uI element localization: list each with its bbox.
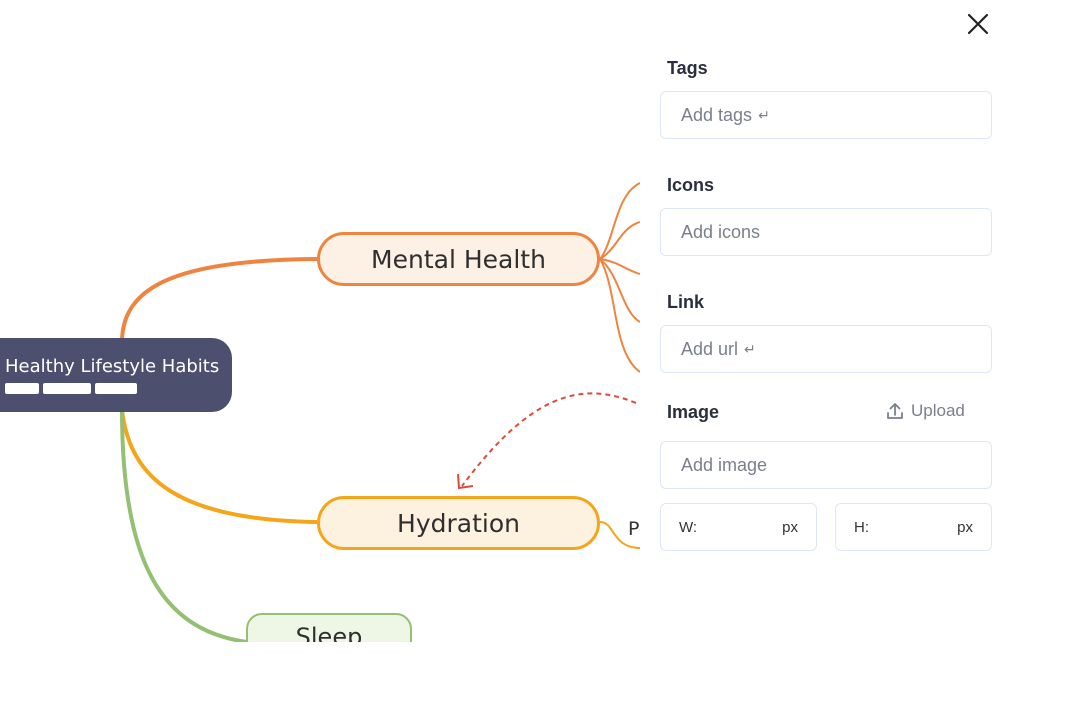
mindmap-canvas[interactable]: Healthy Lifestyle Habits Mental Health H… [0, 0, 640, 642]
close-icon [967, 13, 989, 35]
icons-placeholder: Add icons [681, 221, 761, 242]
mindmap-links [120, 182, 640, 642]
root-node-summary-bars [5, 383, 137, 394]
height-unit: px [957, 518, 973, 536]
upload-icon [887, 403, 903, 419]
height-label: H: [854, 518, 869, 536]
hydration-child-peek[interactable]: P [628, 518, 640, 540]
link-sleep [120, 409, 248, 642]
width-unit: px [782, 518, 798, 536]
summary-bar [43, 383, 91, 394]
enter-icon: ↵ [744, 340, 756, 357]
link-input[interactable]: Add url ↵ [660, 325, 992, 373]
image-input[interactable]: Add image [660, 441, 992, 489]
relation-arrow [461, 392, 637, 487]
root-node[interactable]: Healthy Lifestyle Habits [0, 338, 232, 412]
enter-icon: ↵ [758, 106, 770, 123]
relation-arrowhead [457, 473, 474, 490]
root-node-title: Healthy Lifestyle Habits [5, 356, 220, 377]
node-sleep[interactable]: Sleep [246, 613, 412, 642]
upload-button[interactable]: Upload [885, 401, 965, 421]
node-sleep-label: Sleep [295, 623, 363, 642]
link-mental-health [120, 257, 318, 343]
image-label: Image [667, 402, 720, 422]
hydration-branch [599, 521, 640, 549]
node-mental-health[interactable]: Mental Health [317, 232, 600, 286]
icons-label: Icons [667, 175, 715, 195]
upload-label: Upload [911, 401, 965, 420]
mental-health-branches [599, 182, 640, 373]
close-button[interactable] [964, 10, 992, 38]
link-hydration [120, 409, 318, 524]
tags-label: Tags [667, 58, 708, 78]
link-label: Link [667, 292, 705, 312]
summary-bar [5, 383, 39, 394]
image-width-input[interactable]: W: px [660, 503, 817, 551]
link-placeholder: Add url [681, 338, 739, 359]
node-mental-health-label: Mental Health [371, 244, 546, 274]
tags-placeholder: Add tags [681, 104, 753, 125]
icons-input[interactable]: Add icons [660, 208, 992, 256]
node-hydration-label: Hydration [397, 508, 520, 538]
image-placeholder: Add image [681, 454, 768, 475]
image-height-input[interactable]: H: px [835, 503, 992, 551]
width-label: W: [679, 518, 698, 536]
summary-bar [95, 383, 137, 394]
tags-input[interactable]: Add tags ↵ [660, 91, 992, 139]
node-hydration[interactable]: Hydration [317, 496, 600, 550]
